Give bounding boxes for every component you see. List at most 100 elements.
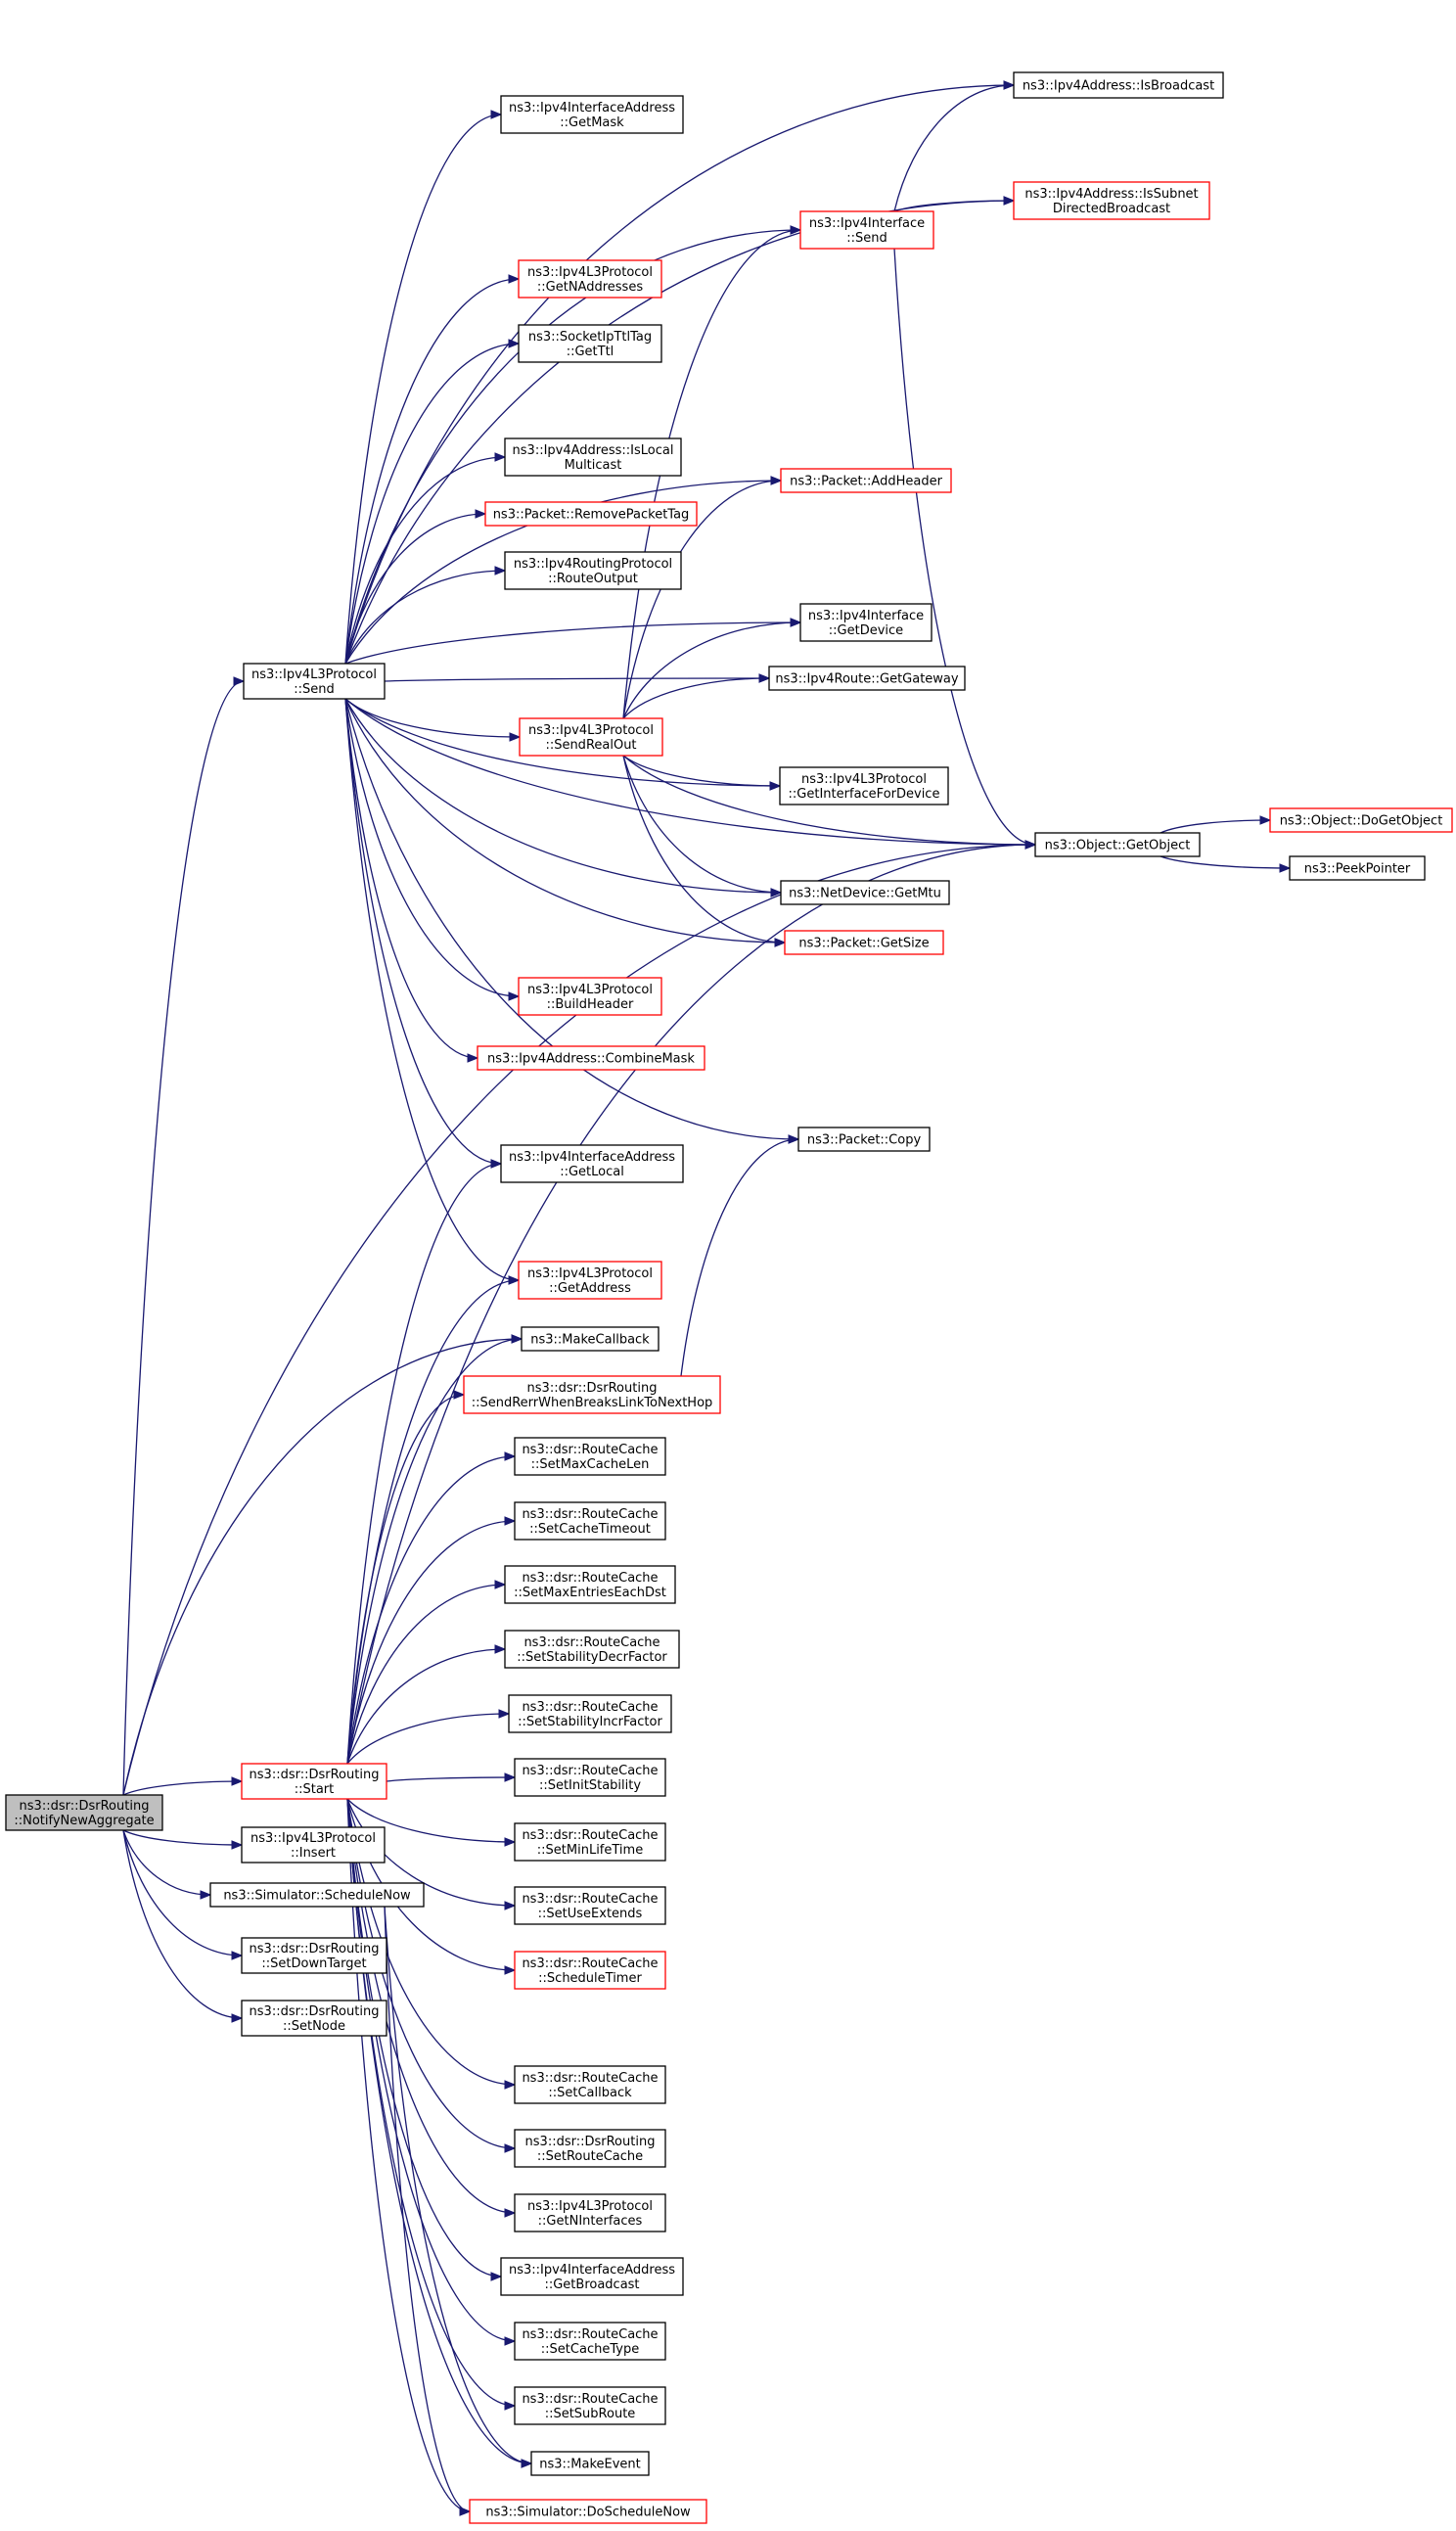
node-setstabincr[interactable]: ns3::dsr::RouteCache::SetStabilityIncrFa… xyxy=(508,1694,672,1733)
node-routeout[interactable]: ns3::Ipv4RoutingProtocol::RouteOutput xyxy=(504,551,682,590)
node-getobject[interactable]: ns3::Object::GetObject xyxy=(1034,832,1201,857)
node-box-setnode[interactable] xyxy=(241,2000,387,2037)
node-box-getlocal[interactable] xyxy=(500,1144,684,1183)
node-addheader[interactable]: ns3::Packet::AddHeader xyxy=(780,468,952,493)
node-box-schednow[interactable] xyxy=(209,1882,425,1908)
node-getnaddr[interactable]: ns3::Ipv4L3Protocol::GetNAddresses xyxy=(518,259,662,299)
node-box-ifgetdev[interactable] xyxy=(799,603,933,642)
node-getgw[interactable]: ns3::Ipv4Route::GetGateway xyxy=(768,666,966,691)
node-setnode[interactable]: ns3::dsr::DsrRouting::SetNode xyxy=(241,2000,387,2037)
node-box-start[interactable] xyxy=(241,1763,387,1800)
node-send[interactable]: ns3::Ipv4L3Protocol::Send xyxy=(243,663,386,700)
node-box-setcachetime[interactable] xyxy=(514,1501,666,1541)
node-box-getsize[interactable] xyxy=(784,930,944,955)
node-box-getttl[interactable] xyxy=(518,324,662,363)
node-setmaxcache[interactable]: ns3::dsr::RouteCache::SetMaxCacheLen xyxy=(514,1437,666,1476)
node-box-routeout[interactable] xyxy=(504,551,682,590)
node-ifsend[interactable]: ns3::Ipv4Interface::Send xyxy=(799,210,934,250)
node-box-getnaddr[interactable] xyxy=(518,259,662,299)
node-issubnet[interactable]: ns3::Ipv4Address::IsSubnetDirectedBroadc… xyxy=(1013,181,1210,220)
node-box-sendreal[interactable] xyxy=(519,717,663,757)
node-box-getbcast[interactable] xyxy=(500,2257,684,2296)
node-box-getmask[interactable] xyxy=(500,95,684,134)
node-dogetobject[interactable]: ns3::Object::DoGetObject xyxy=(1269,807,1453,833)
node-getmtu[interactable]: ns3::NetDevice::GetMtu xyxy=(780,880,950,905)
node-sendreal[interactable]: ns3::Ipv4L3Protocol::SendRealOut xyxy=(519,717,663,757)
node-box-getmtu[interactable] xyxy=(780,880,950,905)
node-schedtimer[interactable]: ns3::dsr::RouteCache::ScheduleTimer xyxy=(514,1951,666,1990)
node-box-insert[interactable] xyxy=(241,1826,386,1864)
node-box-doschednow[interactable] xyxy=(469,2499,707,2524)
node-combmask[interactable]: ns3::Ipv4Address::CombineMask xyxy=(477,1045,705,1071)
node-getaddr[interactable]: ns3::Ipv4L3Protocol::GetAddress xyxy=(518,1261,662,1300)
node-box-setcallback[interactable] xyxy=(514,2065,666,2104)
node-setcallback[interactable]: ns3::dsr::RouteCache::SetCallback xyxy=(514,2065,666,2104)
node-getnif[interactable]: ns3::Ipv4L3Protocol::GetNInterfaces xyxy=(514,2193,666,2232)
node-box-root[interactable] xyxy=(5,1794,163,1831)
node-makecb[interactable]: ns3::MakeCallback xyxy=(521,1326,660,1352)
node-setuseext[interactable]: ns3::dsr::RouteCache::SetUseExtends xyxy=(514,1886,666,1925)
node-getttl[interactable]: ns3::SocketIpTtlTag::GetTtl xyxy=(518,324,662,363)
node-box-setdown[interactable] xyxy=(241,1937,387,1974)
node-box-setmaxent[interactable] xyxy=(504,1565,676,1604)
node-box-rmtag[interactable] xyxy=(484,501,698,527)
node-box-setroutecache[interactable] xyxy=(514,2129,666,2168)
node-box-dogetobject[interactable] xyxy=(1269,807,1453,833)
node-box-islocalmc[interactable] xyxy=(504,437,682,477)
node-box-makeevent[interactable] xyxy=(530,2451,650,2476)
node-doschednow[interactable]: ns3::Simulator::DoScheduleNow xyxy=(469,2499,707,2524)
node-box-addheader[interactable] xyxy=(780,468,952,493)
node-box-setminlife[interactable] xyxy=(514,1822,666,1862)
node-box-setuseext[interactable] xyxy=(514,1886,666,1925)
node-box-setmaxcache[interactable] xyxy=(514,1437,666,1476)
node-box-send[interactable] xyxy=(243,663,386,700)
node-buildhdr[interactable]: ns3::Ipv4L3Protocol::BuildHeader xyxy=(518,977,662,1016)
node-setsubroute[interactable]: ns3::dsr::RouteCache::SetSubRoute xyxy=(514,2386,666,2425)
node-box-senderr[interactable] xyxy=(463,1375,721,1414)
node-box-getaddr[interactable] xyxy=(518,1261,662,1300)
node-setmaxent[interactable]: ns3::dsr::RouteCache::SetMaxEntriesEachD… xyxy=(504,1565,676,1604)
node-ifgetdev[interactable]: ns3::Ipv4Interface::GetDevice xyxy=(799,603,933,642)
node-rmtag[interactable]: ns3::Packet::RemovePacketTag xyxy=(484,501,698,527)
node-box-makecb[interactable] xyxy=(521,1326,660,1352)
node-getlocal[interactable]: ns3::Ipv4InterfaceAddress::GetLocal xyxy=(500,1144,684,1183)
node-box-schedtimer[interactable] xyxy=(514,1951,666,1990)
node-getsize[interactable]: ns3::Packet::GetSize xyxy=(784,930,944,955)
node-setinitstab[interactable]: ns3::dsr::RouteCache::SetInitStability xyxy=(514,1758,666,1797)
node-box-setcachetype[interactable] xyxy=(514,2322,666,2361)
node-box-setinitstab[interactable] xyxy=(514,1758,666,1797)
node-setcachetime[interactable]: ns3::dsr::RouteCache::SetCacheTimeout xyxy=(514,1501,666,1541)
node-setcachetype[interactable]: ns3::dsr::RouteCache::SetCacheType xyxy=(514,2322,666,2361)
node-box-combmask[interactable] xyxy=(477,1045,705,1071)
node-copy[interactable]: ns3::Packet::Copy xyxy=(797,1127,931,1152)
node-makeevent[interactable]: ns3::MakeEvent xyxy=(530,2451,650,2476)
node-box-setsubroute[interactable] xyxy=(514,2386,666,2425)
node-box-getnif[interactable] xyxy=(514,2193,666,2232)
node-box-issubnet[interactable] xyxy=(1013,181,1210,220)
node-setminlife[interactable]: ns3::dsr::RouteCache::SetMinLifeTime xyxy=(514,1822,666,1862)
node-isbroadcast[interactable]: ns3::Ipv4Address::IsBroadcast xyxy=(1013,71,1224,99)
node-box-getiffordev[interactable] xyxy=(779,766,949,805)
node-root[interactable]: ns3::dsr::DsrRouting::NotifyNewAggregate xyxy=(5,1794,163,1831)
node-senderr[interactable]: ns3::dsr::DsrRouting::SendRerrWhenBreaks… xyxy=(463,1375,721,1414)
node-box-getgw[interactable] xyxy=(768,666,966,691)
node-box-getobject[interactable] xyxy=(1034,832,1201,857)
node-insert[interactable]: ns3::Ipv4L3Protocol::Insert xyxy=(241,1826,386,1864)
node-setstabdecr[interactable]: ns3::dsr::RouteCache::SetStabilityDecrFa… xyxy=(504,1630,680,1669)
node-box-ifsend[interactable] xyxy=(799,210,934,250)
node-schednow[interactable]: ns3::Simulator::ScheduleNow xyxy=(209,1882,425,1908)
node-box-copy[interactable] xyxy=(797,1127,931,1152)
node-getiffordev[interactable]: ns3::Ipv4L3Protocol::GetInterfaceForDevi… xyxy=(779,766,949,805)
node-getmask[interactable]: ns3::Ipv4InterfaceAddress::GetMask xyxy=(500,95,684,134)
node-setdown[interactable]: ns3::dsr::DsrRouting::SetDownTarget xyxy=(241,1937,387,1974)
node-setroutecache[interactable]: ns3::dsr::DsrRouting::SetRouteCache xyxy=(514,2129,666,2168)
node-start[interactable]: ns3::dsr::DsrRouting::Start xyxy=(241,1763,387,1800)
node-box-setstabdecr[interactable] xyxy=(504,1630,680,1669)
node-box-isbroadcast[interactable] xyxy=(1013,71,1224,99)
node-box-buildhdr[interactable] xyxy=(518,977,662,1016)
node-getbcast[interactable]: ns3::Ipv4InterfaceAddress::GetBroadcast xyxy=(500,2257,684,2296)
node-box-peekptr[interactable] xyxy=(1289,855,1426,881)
node-peekptr[interactable]: ns3::PeekPointer xyxy=(1289,855,1426,881)
node-box-setstabincr[interactable] xyxy=(508,1694,672,1733)
